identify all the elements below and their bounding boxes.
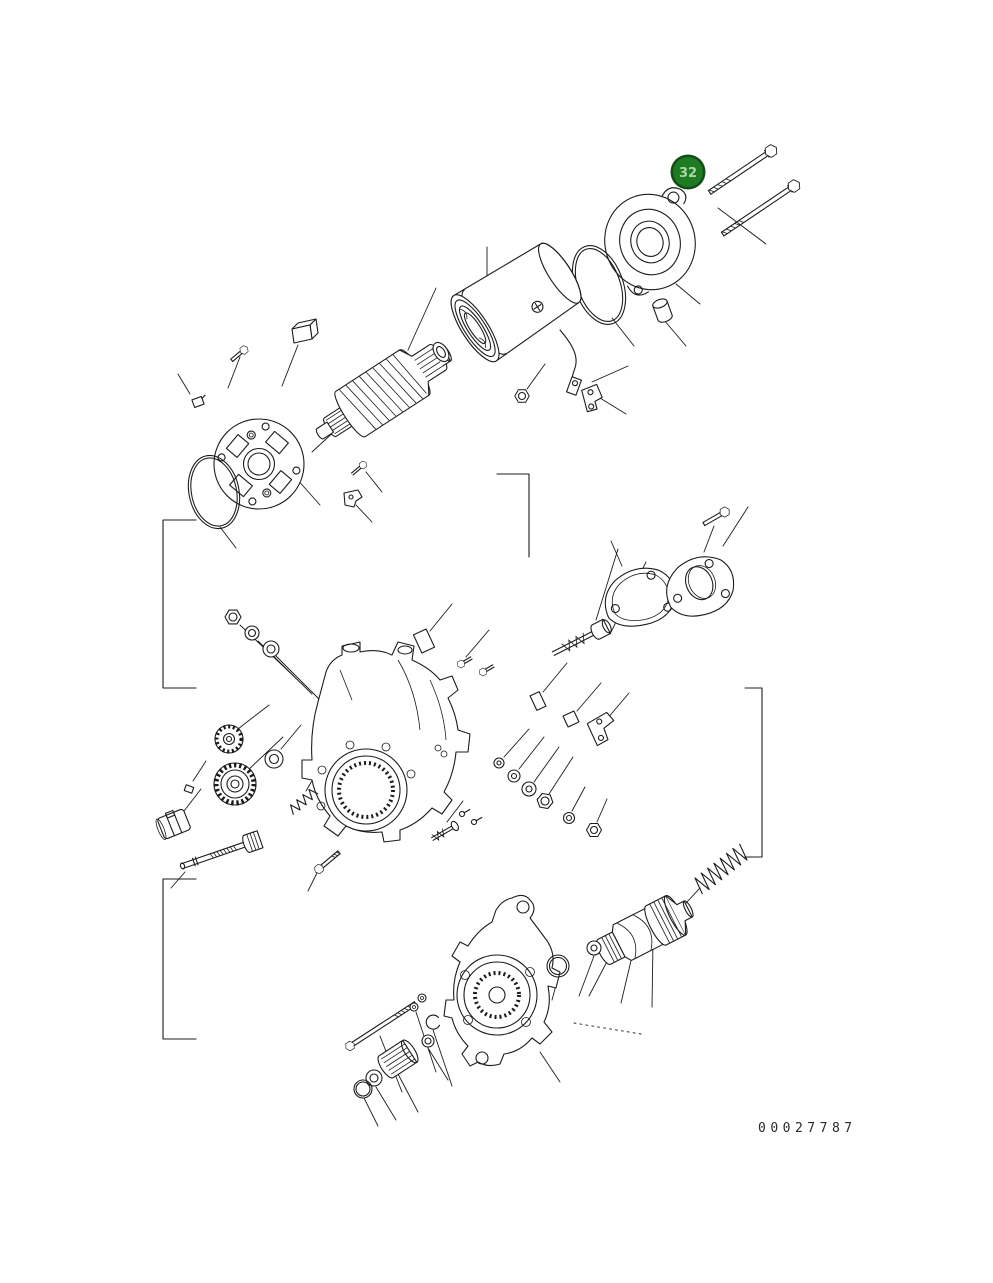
shim-washer-2 [507,769,521,783]
rear-end-cover [604,187,696,296]
armature-bearing-ring [432,341,450,363]
gear-case-nut [224,609,242,625]
motor-yoke-housing [450,242,582,363]
part-callout-32-badge[interactable]: 32 [670,154,706,190]
gear-washer-2 [365,1069,383,1087]
drive-shaft-worm [179,830,264,870]
gear-case-collar [262,640,280,658]
drive-spring [694,843,748,895]
brush-holder-assembly [213,418,305,510]
bevel-gear [213,762,257,806]
brush-screw [230,343,251,362]
contact-plate-2 [562,710,580,728]
retainer-ring [353,1079,373,1099]
shim-washer-3 [521,781,537,797]
snap-ring [425,1014,441,1030]
cover-o-ring [187,454,241,530]
housing-o-ring [546,954,570,978]
tiny-screw-1 [458,808,471,818]
contact-block [412,628,436,654]
gear-washer [264,749,284,769]
drawing-number: 00027787 [758,1121,857,1136]
shim-washer-1 [493,757,505,769]
coupling-hub [155,808,191,840]
tiny-screw-2 [470,816,483,826]
small-washer-2 [417,993,427,1003]
end-cover-bushing [652,298,673,323]
gear-case-housing [301,641,471,843]
lock-nut [585,822,603,838]
brush-spring-screw [350,459,369,476]
cover-bolt [702,505,732,527]
pinion-clutch [596,895,694,965]
subassembly-brackets [162,473,763,1040]
callout-circle [673,157,703,187]
solenoid-plunger [551,618,612,656]
callout-label: 32 [679,166,697,181]
contact-plate-1 [529,691,547,711]
lead-plate [343,489,363,508]
through-bolt-1 [707,142,780,195]
lock-washer [562,811,576,825]
idler-gear [214,724,244,754]
spline-gear [377,1039,419,1079]
contact-bracket [586,711,615,747]
through-bolt-2 [720,177,803,237]
thrust-washer [586,940,602,956]
field-lead-wire [559,329,603,413]
drive-end-housing [443,894,561,1067]
lead-clip [191,394,206,409]
terminal-bracket [581,383,603,413]
switch-cover [666,556,735,617]
small-washer-1 [409,1002,419,1012]
spacer-ring [421,1034,435,1048]
stack-nut [535,792,555,810]
detent-pin [431,820,460,841]
terminal-nut [514,389,530,403]
gear-case-washer [244,625,260,641]
case-screw-2 [477,664,495,678]
housing-bolt [343,1001,418,1053]
case-screw-1 [455,656,473,670]
return-spring-small [290,788,319,815]
case-bolt [312,850,341,876]
key [183,784,195,794]
carbon-brush [291,318,319,344]
